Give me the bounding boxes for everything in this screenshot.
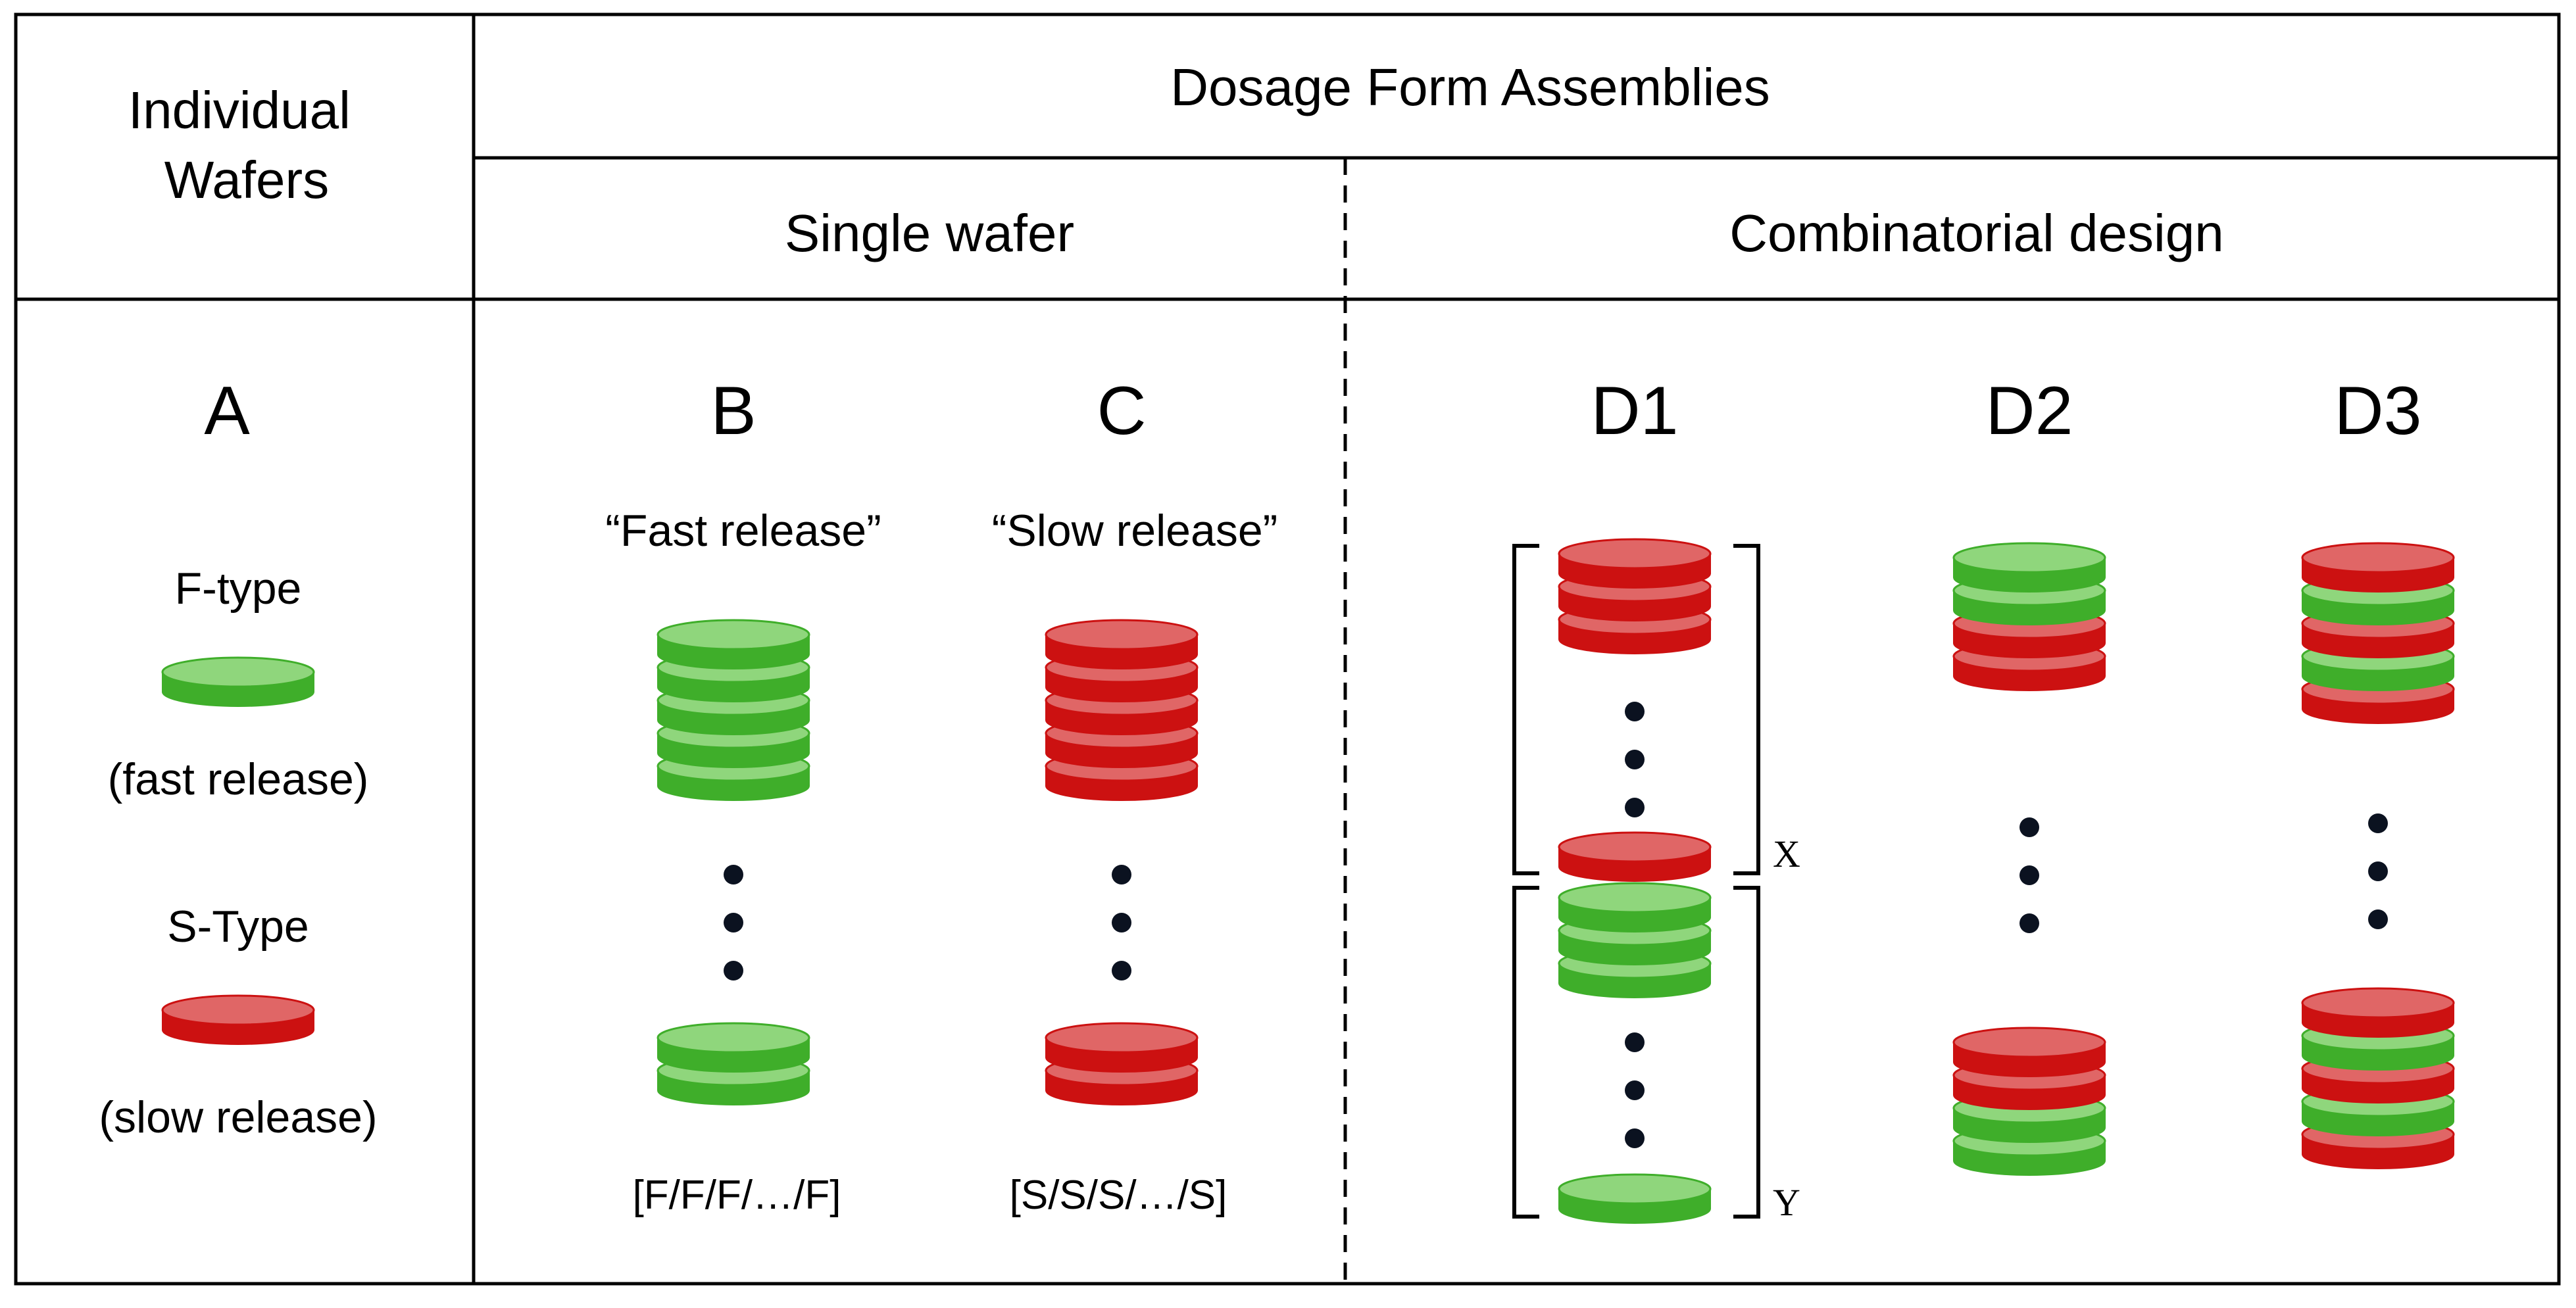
b-continuation-dot-3	[724, 961, 743, 981]
fast-formula: [F/F/F/…/F]	[633, 1173, 841, 1218]
d3-continuation-dot-2	[2368, 861, 2388, 881]
table-border	[14, 12, 2561, 1286]
d2-bottom-wafer-1	[1952, 1027, 2106, 1077]
d1-y-continuation-dot-2	[1625, 1080, 1645, 1100]
b-bottom-wafer-1	[656, 1022, 810, 1073]
bracket-y-label: Y	[1773, 1181, 1800, 1224]
c-top-wafer-1	[1045, 619, 1199, 669]
label-d2: D2	[1986, 373, 2073, 449]
d2-top-wafer-1	[1952, 542, 2106, 593]
slow-formula: [S/S/S/…/S]	[1010, 1173, 1227, 1218]
dots-layer	[724, 702, 2388, 1148]
label-b: B	[710, 373, 756, 449]
d3-continuation-dot-3	[2368, 909, 2388, 929]
d1-x-continuation-dot-3	[1625, 798, 1645, 817]
label-d1: D1	[1591, 373, 1679, 449]
f-type-wafer	[161, 656, 315, 707]
wafers-layer	[161, 538, 2455, 1224]
d1-top-wafer-1	[1558, 538, 1712, 589]
fast-release-caption: “Fast release”	[605, 506, 881, 556]
table-grid	[14, 12, 2561, 1286]
b-continuation-dot-2	[724, 913, 743, 933]
label-d3: D3	[2335, 373, 2422, 449]
slow-release-caption: “Slow release”	[992, 506, 1278, 556]
d3-bottom-wafer-1	[2301, 987, 2455, 1038]
assemblies-title: Dosage Form Assemblies	[1170, 58, 1770, 116]
d1-y-wafer-1	[1558, 882, 1712, 933]
b-continuation-dot-1	[724, 865, 743, 884]
d1-x-end-wafer-1	[1558, 831, 1712, 882]
c-continuation-dot-2	[1112, 913, 1131, 933]
c-continuation-dot-1	[1112, 865, 1131, 884]
d3-top-wafer-1	[2301, 542, 2455, 593]
d1-y-end-wafer-1	[1558, 1173, 1712, 1224]
combinatorial-title: Combinatorial design	[1729, 204, 2224, 262]
d3-continuation-dot-1	[2368, 813, 2388, 833]
c-continuation-dot-3	[1112, 961, 1131, 981]
d1-bracket-y	[1512, 886, 1760, 1219]
d1-y-continuation-dot-3	[1625, 1128, 1645, 1148]
s-type-label: S-Type	[167, 902, 309, 952]
s-type-wafer	[161, 994, 315, 1045]
individual-wafers-title: Individual Wafers	[128, 81, 365, 209]
b-top-wafer-1	[656, 619, 810, 669]
d2-continuation-dot-2	[2019, 865, 2039, 885]
label-a: A	[204, 373, 250, 449]
bracket-x-label: X	[1773, 833, 1800, 875]
f-type-description: (fast release)	[108, 754, 369, 804]
d2-continuation-dot-1	[2019, 817, 2039, 837]
single-wafer-title: Single wafer	[785, 204, 1074, 262]
d1-bracket-x	[1512, 544, 1760, 875]
d1-y-continuation-dot-1	[1625, 1032, 1645, 1052]
d2-continuation-dot-3	[2019, 913, 2039, 933]
s-type-description: (slow release)	[99, 1092, 377, 1142]
d1-x-continuation-dot-1	[1625, 702, 1645, 721]
f-type-label: F-type	[175, 564, 302, 614]
d1-x-continuation-dot-2	[1625, 750, 1645, 769]
c-bottom-wafer-1	[1045, 1022, 1199, 1073]
label-c: C	[1097, 373, 1146, 449]
